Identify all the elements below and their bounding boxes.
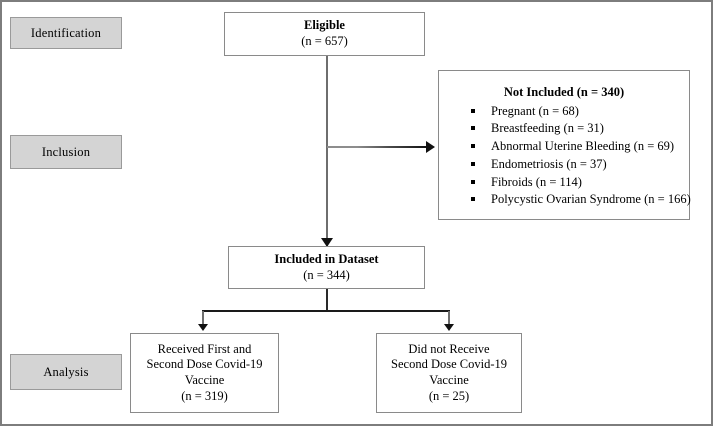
bullet-square-icon <box>471 161 475 166</box>
box-received-line2: Second Dose Covid-19 <box>146 357 263 372</box>
stage-label-analysis-text: Analysis <box>43 364 89 379</box>
box-included-in-dataset: Included in Dataset (n = 344) <box>228 246 425 289</box>
box-received-line3: Vaccine <box>184 373 225 387</box>
box-included-title: Included in Dataset <box>274 251 379 266</box>
list-item: Endometriosis (n = 37) <box>471 156 679 174</box>
bullet-square-icon <box>471 179 475 184</box>
box-not-included-heading: Not Included (n = 340) <box>503 85 625 99</box>
list-item-label: Fibroids (n = 114) <box>491 174 582 189</box>
box-received-vaccine: Received First and Second Dose Covid-19 … <box>130 333 279 413</box>
connector-drop-left <box>202 311 204 327</box>
connector-included-stem <box>326 289 328 312</box>
list-item: Breastfeeding (n = 31) <box>471 120 679 138</box>
list-item: Fibroids (n = 114) <box>471 174 679 192</box>
bullet-square-icon <box>471 197 475 202</box>
box-received-line1: Received First and <box>157 341 252 356</box>
box-not-received-line1: Did not Receive <box>408 341 490 356</box>
arrowhead-into-not-included <box>426 141 435 153</box>
stage-label-identification: Identification <box>10 17 122 49</box>
bullet-square-icon <box>471 126 475 131</box>
list-item-label: Endometriosis (n = 37) <box>491 156 607 171</box>
connector-drop-right <box>448 311 450 327</box>
list-item: Polycystic Ovarian Syndrome (n = 166) <box>471 191 691 209</box>
box-not-received-line2: Second Dose Covid-19 <box>391 357 507 372</box>
arrowhead-into-not-received-vaccine <box>444 324 454 331</box>
connector-to-not-included <box>327 146 428 148</box>
stage-label-inclusion: Inclusion <box>10 135 122 169</box>
list-item-label: Abnormal Uterine Bleeding (n = 69) <box>491 139 675 154</box>
arrowhead-into-received-vaccine <box>198 324 208 331</box>
list-item: Pregnant (n = 68) <box>471 103 679 121</box>
box-not-included: Not Included (n = 340) Pregnant (n = 68)… <box>438 70 691 220</box>
not-included-list: Pregnant (n = 68) Breastfeeding (n = 31)… <box>449 103 691 210</box>
box-eligible-count: (n = 657) <box>301 34 348 48</box>
box-eligible-title: Eligible <box>304 18 345 33</box>
arrowhead-into-included <box>321 238 333 247</box>
list-item-label: Pregnant (n = 68) <box>491 103 579 118</box>
stage-label-inclusion-text: Inclusion <box>41 144 91 159</box>
list-item: Abnormal Uterine Bleeding (n = 69) <box>471 138 679 156</box>
connector-eligible-trunk <box>326 56 328 246</box>
list-item-label: Polycystic Ovarian Syndrome (n = 166) <box>491 192 691 207</box>
box-not-received-line3: Vaccine <box>429 373 469 387</box>
bullet-square-icon <box>471 144 475 149</box>
box-not-received-count: (n = 25) <box>428 388 470 403</box>
list-item-label: Breastfeeding (n = 31) <box>491 121 604 136</box>
box-included-count: (n = 344) <box>303 267 350 282</box>
stage-label-analysis: Analysis <box>10 354 122 390</box>
connector-split-bar <box>202 310 450 312</box>
bullet-square-icon <box>471 108 475 113</box>
box-not-received-vaccine: Did not Receive Second Dose Covid-19 Vac… <box>376 333 522 413</box>
stage-label-identification-text: Identification <box>30 25 102 40</box>
box-received-count: (n = 319) <box>181 388 228 403</box>
box-eligible: Eligible (n = 657) <box>224 12 425 56</box>
